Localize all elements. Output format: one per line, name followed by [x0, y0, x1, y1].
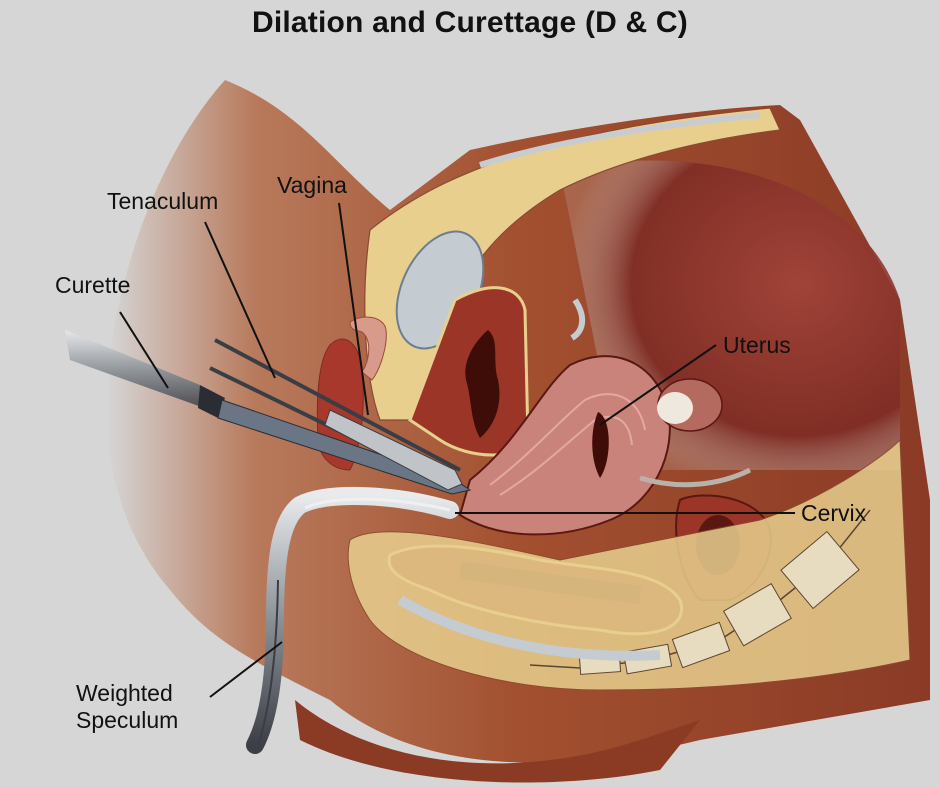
label-weighted-speculum-line1: Weighted [76, 680, 173, 706]
leader-speculum [209, 641, 283, 698]
pelvic-muscle [408, 286, 530, 457]
leader-vagina [338, 202, 369, 416]
label-weighted-speculum: Weighted Speculum [76, 680, 178, 734]
leader-curette [119, 311, 169, 389]
label-tenaculum: Tenaculum [107, 188, 219, 214]
curette-instrument [65, 330, 472, 495]
diagram-title: Dilation and Curettage (D & C) [251, 6, 688, 39]
uterus [458, 355, 671, 536]
label-vagina: Vagina [277, 172, 347, 198]
tenaculum-instrument [209, 338, 463, 491]
ligament [639, 467, 752, 488]
label-weighted-speculum-line2: Speculum [76, 707, 179, 733]
speculum-instrument [246, 486, 459, 754]
leader-lines [119, 202, 795, 698]
sacrum [347, 438, 911, 691]
label-curette: Curette [55, 272, 131, 298]
leader-uterus [599, 344, 717, 426]
ovary [657, 378, 723, 432]
leader-tenaculum [204, 221, 276, 379]
label-cervix: Cervix [801, 500, 867, 526]
label-uterus: Uterus [723, 332, 791, 358]
ligament-upper [570, 298, 586, 341]
fat-layer [364, 107, 781, 421]
